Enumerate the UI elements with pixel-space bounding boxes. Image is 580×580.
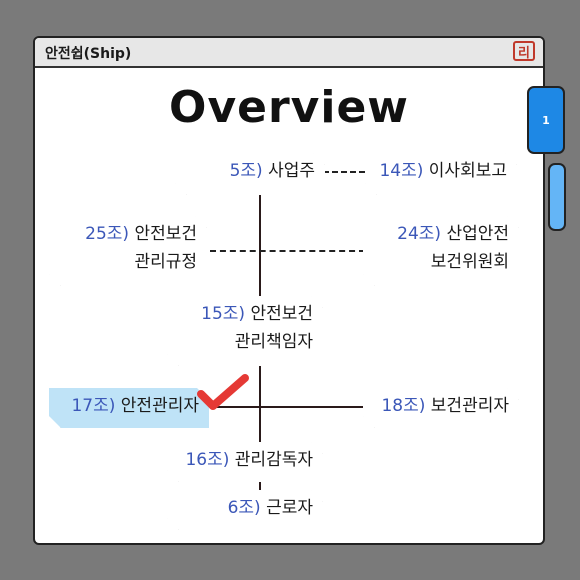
dashed-connector-board <box>323 171 365 173</box>
node-board-report-num: 14조) <box>379 161 424 181</box>
node-committee-label-2: 보건위원회 <box>430 252 509 272</box>
logo-text: 리 <box>518 46 530 61</box>
node-board-report-label: 이사회보고 <box>428 161 507 181</box>
logo-seal-icon: 리 <box>513 41 535 61</box>
node-employer-label: 사업주 <box>268 161 315 181</box>
node-supervisor-label: 관리감독자 <box>234 450 313 470</box>
node-health-manager-label: 보건관리자 <box>430 396 509 416</box>
node-chief-manager-label-1: 안전보건 <box>250 304 313 324</box>
node-rules-label-2: 관리규정 <box>134 252 197 272</box>
node-committee: 24조) 산업안전 보건위원회 <box>363 216 519 286</box>
node-employer: 5조) 사업주 <box>175 153 325 195</box>
node-supervisor-num: 16조) <box>185 450 230 470</box>
node-safety-manager: 17조) 안전관리자 <box>49 388 209 428</box>
check-mark-icon <box>197 374 249 410</box>
app-window: 안전쉽(Ship) 리 Overview 5조) 사업주 14조) 이사회보고 … <box>33 36 545 545</box>
node-chief-manager-label-2: 관리책임자 <box>234 332 313 352</box>
node-committee-num: 24조) <box>397 224 442 244</box>
node-rules: 25조) 안전보건 관리규정 <box>49 216 207 286</box>
node-chief-manager: 15조) 안전보건 관리책임자 <box>167 296 323 366</box>
app-title: 안전쉽(Ship) <box>45 46 132 62</box>
node-rules-label-1: 안전보건 <box>134 224 197 244</box>
node-health-manager-num: 18조) <box>381 396 426 416</box>
page-title: Overview <box>169 82 409 133</box>
node-rules-num: 25조) <box>85 224 130 244</box>
node-committee-label-1: 산업안전 <box>446 224 509 244</box>
dashed-connector-rules-committee <box>210 250 365 252</box>
node-employer-num: 5조) <box>229 161 263 181</box>
tab-page-2[interactable] <box>548 163 566 231</box>
node-safety-manager-label: 안전관리자 <box>120 396 199 416</box>
node-worker: 6조) 근로자 <box>167 490 323 530</box>
node-supervisor: 16조) 관리감독자 <box>167 442 323 482</box>
tab-page-1[interactable]: 1 <box>527 86 565 154</box>
node-worker-label: 근로자 <box>266 498 313 518</box>
horizontal-connector-managers <box>210 406 370 408</box>
node-worker-num: 6조) <box>227 498 261 518</box>
tab-page-1-label: 1 <box>542 113 550 127</box>
node-health-manager: 18조) 보건관리자 <box>363 388 519 428</box>
node-chief-manager-num: 15조) <box>201 304 246 324</box>
node-board-report: 14조) 이사회보고 <box>365 153 517 195</box>
title-bar: 안전쉽(Ship) 리 <box>35 38 543 68</box>
node-safety-manager-num: 17조) <box>71 396 116 416</box>
